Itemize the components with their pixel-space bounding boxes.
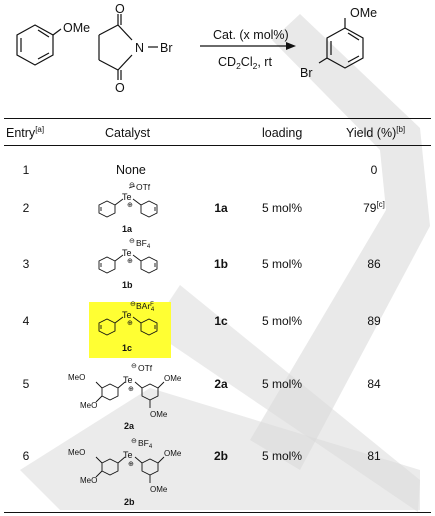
reaction-arrow-head [286, 42, 296, 50]
svg-text:⊕: ⊕ [128, 461, 134, 468]
condition-catalyst: Cat. (x mol%) [213, 28, 289, 42]
row-yield: 81 [367, 449, 381, 463]
nbs-nitrogen: N [135, 41, 144, 55]
row-loading: 5 mol% [262, 377, 303, 391]
svg-text:⊕: ⊕ [128, 386, 134, 393]
header-catalyst: Catalyst [105, 126, 151, 140]
svg-text:MeO: MeO [80, 476, 97, 485]
svg-text:MeO: MeO [68, 373, 85, 382]
row-yield: 84 [367, 377, 381, 391]
row-entry: 1 [22, 163, 30, 177]
catalyst-structure-2a: Te ⊕ ⊖ OTf MeO MeO OMe OMe 2a [68, 363, 182, 431]
product-substituent-br: Br [300, 66, 313, 80]
row-yield: 89 [367, 314, 381, 328]
svg-text:1b: 1b [122, 280, 133, 290]
svg-text:⊕: ⊕ [127, 258, 133, 265]
watermark-shape-right [250, 14, 430, 470]
product-substituent-ome: OMe [350, 6, 377, 20]
svg-text:OMe: OMe [164, 449, 182, 458]
row-entry: 4 [22, 314, 30, 328]
svg-text:⊖: ⊖ [129, 182, 135, 189]
header-loading: loading [262, 126, 303, 140]
svg-text:Te: Te [122, 248, 132, 258]
svg-text:2a: 2a [124, 421, 135, 431]
catalyst-structure-1b: Te ⊕ ⊖ BF4 1b [98, 238, 158, 290]
anisole-structure [16, 24, 62, 66]
row-catalyst-code: 1b [213, 257, 228, 271]
svg-text:2b: 2b [124, 497, 135, 507]
nbs-oxygen-bottom: O [115, 81, 125, 95]
svg-text:⊖: ⊖ [130, 301, 136, 308]
row-catalyst-code: 2b [213, 449, 228, 463]
catalyst-structure-2b: Te ⊕ ⊖ BF4 MeO MeO OMe OMe 2b [68, 438, 182, 507]
row-loading: 5 mol% [262, 449, 303, 463]
table-header-rule [4, 145, 431, 146]
table-top-rule [4, 118, 431, 119]
svg-text:OTf: OTf [136, 182, 151, 192]
catalyst-structure-1a: Te ⊕ ⊖ OTf 1a [98, 182, 158, 234]
nbs-structure [98, 14, 158, 80]
svg-text:Te: Te [122, 192, 132, 202]
svg-text:MeO: MeO [80, 401, 97, 410]
svg-text:1a: 1a [122, 224, 133, 234]
svg-text:Te: Te [123, 450, 133, 460]
table-bottom-rule [4, 512, 431, 513]
row-loading: 5 mol% [262, 257, 303, 271]
svg-text:Te: Te [122, 310, 132, 320]
product-structure [318, 18, 364, 69]
svg-text:⊕: ⊕ [127, 320, 133, 327]
svg-text:BF4: BF4 [138, 438, 153, 450]
row-entry: 3 [22, 257, 30, 271]
svg-text:MeO: MeO [68, 448, 85, 457]
svg-text:Te: Te [123, 375, 133, 385]
svg-text:OMe: OMe [164, 374, 182, 383]
anisole-substituent: OMe [63, 21, 90, 35]
svg-text:⊖: ⊖ [129, 238, 135, 245]
row-entry: 5 [22, 377, 30, 391]
watermark-shape-left [20, 388, 420, 510]
svg-text:BF4: BF4 [136, 238, 151, 250]
reaction-scheme: OMe O N Br O Cat. (x mol%) CD2Cl2, rt OM… [16, 2, 377, 95]
row-catalyst-none: None [116, 163, 146, 177]
header-entry: Entry[a] [6, 124, 45, 140]
row-catalyst-code: 1c [214, 314, 228, 328]
row-yield: 86 [367, 257, 381, 271]
svg-text:OTf: OTf [138, 363, 153, 373]
header-yield: Yield (%)[b] [346, 124, 406, 140]
row-loading: 5 mol% [262, 201, 303, 215]
row-catalyst-code: 1a [214, 201, 228, 215]
svg-text:⊖: ⊖ [131, 363, 137, 370]
nbs-oxygen-top: O [115, 2, 125, 16]
row-entry: 2 [22, 201, 30, 215]
svg-text:⊕: ⊕ [127, 202, 133, 209]
row-catalyst-code: 2a [214, 377, 228, 391]
nbs-bromine: Br [160, 41, 173, 55]
svg-text:⊖: ⊖ [131, 438, 137, 445]
row-yield: 79[c] [363, 200, 385, 216]
svg-text:OMe: OMe [150, 485, 168, 494]
row-entry: 6 [22, 449, 30, 463]
svg-text:1c: 1c [122, 343, 132, 353]
condition-solvent: CD2Cl2, rt [218, 55, 272, 71]
row-yield: 0 [370, 163, 378, 177]
svg-text:OMe: OMe [150, 410, 168, 419]
row-loading: 5 mol% [262, 314, 303, 328]
